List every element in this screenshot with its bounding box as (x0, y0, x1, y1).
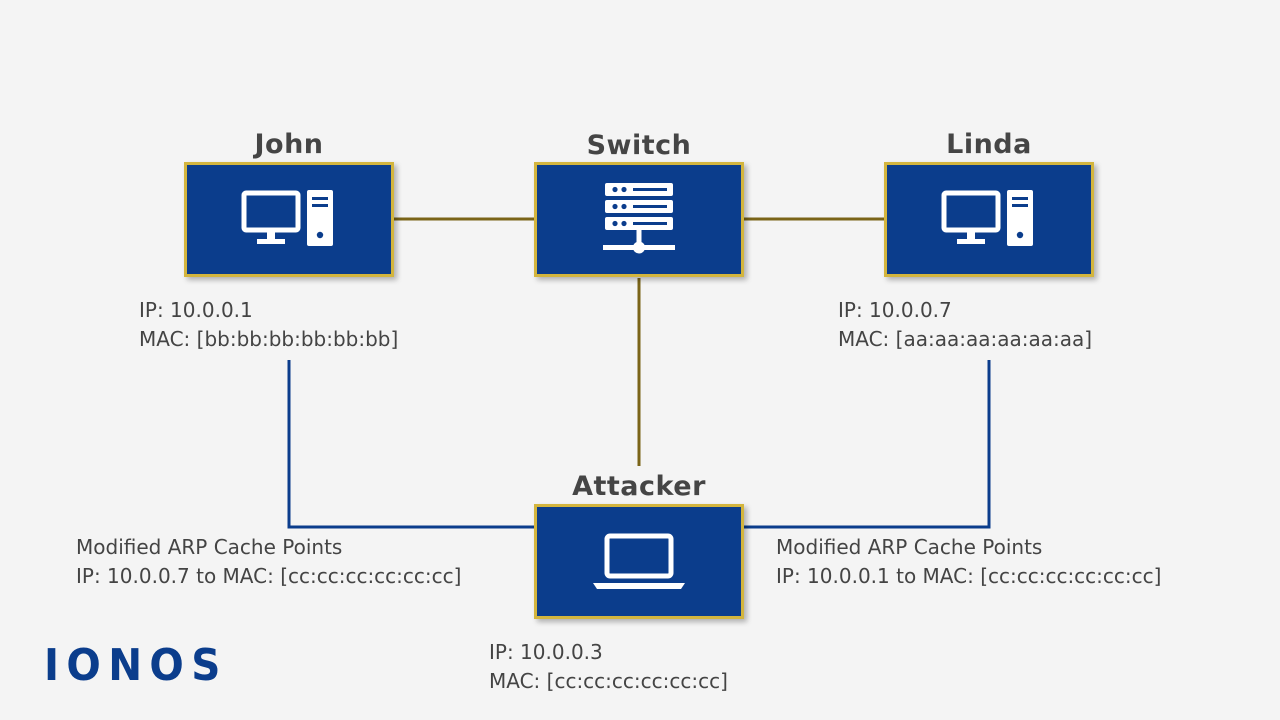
switch-node (534, 162, 744, 277)
ionos-logo: IONOS (44, 640, 228, 691)
attacker-node (534, 504, 744, 619)
laptop-icon (593, 533, 685, 589)
john-info: IP: 10.0.0.1 MAC: [bb:bb:bb:bb:bb:bb] (139, 296, 398, 354)
network-switch-icon (603, 182, 675, 253)
attacker-info: IP: 10.0.0.3 MAC: [cc:cc:cc:cc:cc:cc] (489, 638, 728, 696)
arp-note-left: Modified ARP Cache Points IP: 10.0.0.7 t… (76, 533, 461, 591)
john-ip: IP: 10.0.0.1 (139, 298, 253, 322)
arp-note-right-heading: Modified ARP Cache Points (776, 535, 1043, 559)
attacker-ip: IP: 10.0.0.3 (489, 640, 603, 664)
desktop-computer-icon (941, 189, 1033, 246)
arp-note-right: Modified ARP Cache Points IP: 10.0.0.1 t… (776, 533, 1161, 591)
linda-info: IP: 10.0.0.7 MAC: [aa:aa:aa:aa:aa:aa] (838, 296, 1092, 354)
arp-note-left-mapping: IP: 10.0.0.7 to MAC: [cc:cc:cc:cc:cc:cc] (76, 564, 462, 588)
arp-note-right-mapping: IP: 10.0.0.1 to MAC: [cc:cc:cc:cc:cc:cc] (776, 564, 1162, 588)
john-title: John (254, 129, 324, 160)
linda-ip: IP: 10.0.0.7 (838, 298, 952, 322)
attacker-title: Attacker (572, 471, 706, 502)
arp-link-john-attacker (287, 360, 536, 529)
switch-title: Switch (586, 130, 692, 161)
linda-title: Linda (946, 129, 1032, 160)
arp-note-left-heading: Modified ARP Cache Points (76, 535, 343, 559)
linda-node (884, 162, 1094, 277)
arp-link-linda-attacker (744, 360, 991, 529)
john-node (184, 162, 394, 277)
desktop-computer-icon (241, 189, 333, 246)
john-mac: MAC: [bb:bb:bb:bb:bb:bb] (139, 327, 399, 351)
attacker-mac: MAC: [cc:cc:cc:cc:cc:cc] (489, 669, 728, 693)
linda-mac: MAC: [aa:aa:aa:aa:aa:aa] (838, 327, 1093, 351)
